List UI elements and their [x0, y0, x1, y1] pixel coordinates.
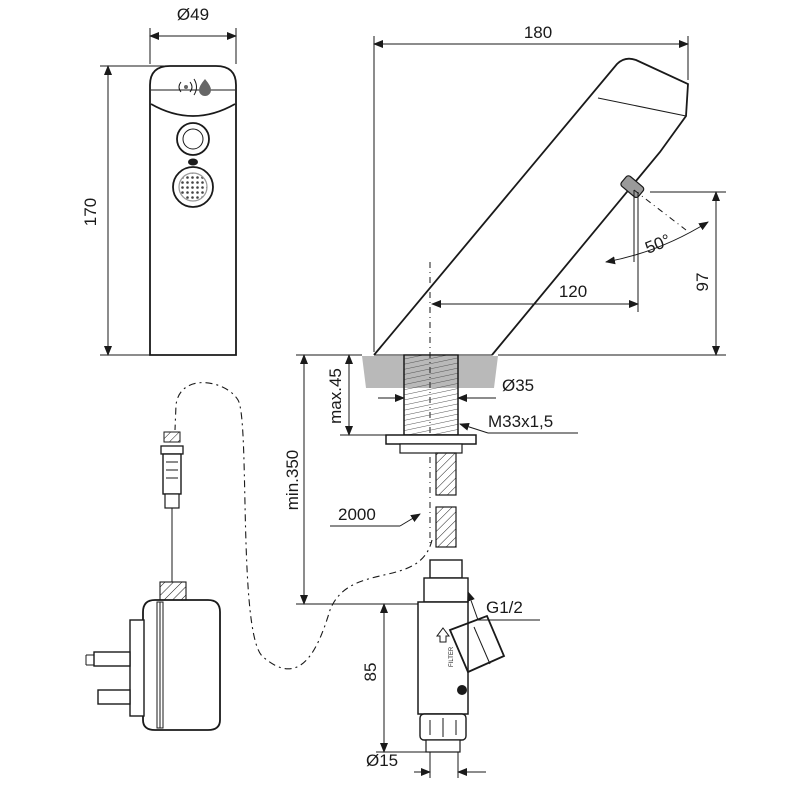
dim-min-depth: min.350	[283, 354, 418, 605]
dim-outlet-diameter: Ø15	[366, 751, 486, 778]
dim-max-thickness-label: max.45	[326, 368, 345, 424]
dim-valve-height-label: 85	[361, 663, 380, 682]
dim-reach-top: 180	[373, 23, 689, 352]
dim-height-left-label: 170	[81, 198, 100, 226]
dim-shank-diameter-label: Ø35	[502, 376, 534, 395]
filter-label: FILTER	[449, 646, 455, 667]
arrow-up-icon	[436, 627, 450, 643]
dim-spout-height-label: 97	[693, 273, 712, 292]
sensor-waves-icon	[178, 78, 197, 96]
dim-angle-label: 50°	[642, 230, 673, 257]
dim-width-top-label: Ø49	[177, 5, 209, 24]
dim-spout-reach-label: 120	[559, 282, 587, 301]
cable-connector	[159, 431, 187, 601]
dim-angle: 50°	[605, 189, 709, 265]
dim-hose-length: 2000	[330, 505, 421, 527]
dim-height-left: 170	[81, 65, 170, 356]
power-adapter	[85, 599, 221, 731]
dim-spout-reach: 120	[431, 192, 639, 312]
dim-spout-height: 97	[498, 191, 726, 356]
dim-shank-diameter: Ø35	[378, 376, 534, 402]
dim-min-depth-label: min.350	[283, 450, 302, 510]
spout-side-view	[373, 57, 689, 356]
dim-reach-top-label: 180	[524, 23, 552, 42]
dim-connector-label: G1/2	[486, 598, 523, 617]
power-cable	[174, 382, 433, 670]
dim-thread-label: M33x1,5	[488, 412, 553, 431]
dim-width-top: Ø49	[149, 5, 237, 64]
dim-thread: M33x1,5	[459, 412, 578, 434]
water-drop-icon	[199, 79, 211, 96]
dim-valve-height: 85	[361, 603, 426, 753]
dim-max-thickness: max.45	[296, 354, 386, 436]
dim-connector: G1/2	[467, 591, 540, 621]
front-view	[149, 65, 237, 356]
dim-outlet-diameter-label: Ø15	[366, 751, 398, 770]
valve-body	[417, 559, 506, 753]
dim-hose-length-label: 2000	[338, 505, 376, 524]
